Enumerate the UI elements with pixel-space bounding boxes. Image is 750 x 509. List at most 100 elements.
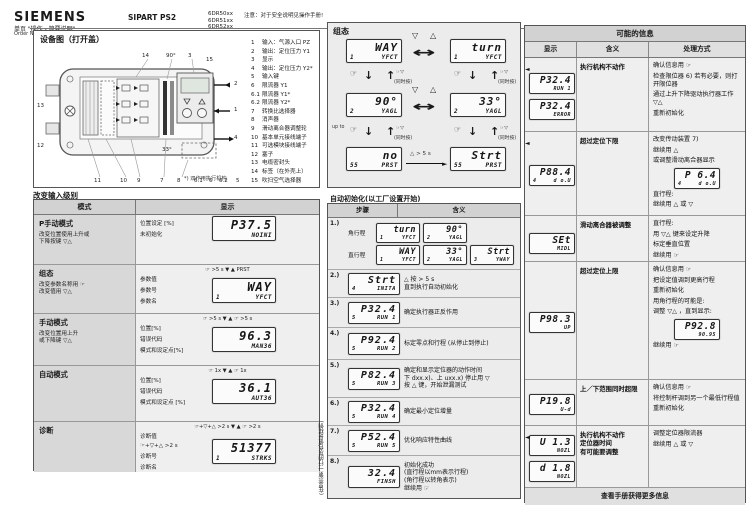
action-line: 调整定位器限流器 [653,430,703,437]
lcd-param-line: NOZL [533,474,571,480]
lcd-param-name: AUT36 [251,394,272,402]
legend-number: 6.2 [251,100,260,107]
mode-cell: 自动模式 [34,366,136,421]
step-number: 3.) [330,300,340,307]
lcd-param-name: YFCT [401,256,416,263]
action-line: 标定垂直位置 [653,241,691,248]
legend-label: 限流器 Y2* [262,100,291,107]
lcd-param-name: NOINI [251,232,272,239]
lcd-value: P92.4 [360,334,396,346]
lcd-param-line: AUT36 [216,395,272,402]
lcd-param-line: ERROR [533,112,571,118]
lcd-param-number: 5 [352,413,356,420]
action-line: 重新初始化 [653,405,684,412]
action-line: 确认信息用 ☞ [653,384,692,391]
simultaneous-label: (同时按) [394,80,413,85]
lcd-value: P19.8 [539,396,571,407]
meaning-line: 定位器时间 [580,439,612,448]
messages-columns: 显示 含义 处理方式 [525,42,745,58]
message-meaning-cell: 执行机构不动作 [577,58,649,131]
legend-label: 电缆密封头 [262,160,290,167]
mode-description: 或下降键 ▽△ [39,338,72,344]
meaning-line: 执行机构不动作 [580,63,625,71]
transition-keys: ☞ >5 s ▼ ▲ PRST [205,267,250,273]
lcd-param-line: U-d [533,407,571,413]
transition-keys: ☞ >5 s ▼ ▲ ☞ >5 s [202,316,253,322]
callout-9: 9 [137,178,141,184]
legend-label: 限流器 Y1* [262,91,291,98]
down-arrow-icon: ↓ [364,125,374,138]
messages-title: 可能的信息 [525,26,745,42]
display-labels: 位置[%]错误代码模式和设定点 [%] [140,376,212,406]
lcd-param-line: 5 RUN 2 [352,346,396,353]
lcd-param-name: UP [563,325,571,331]
lcd-param-name: YAGL [448,234,463,241]
lcd-value: U 1.3 [539,437,571,448]
lcd-param-line: 90.95 [678,332,716,338]
step-number: 5.) [330,362,340,369]
lcd-param-number: 5 [352,442,356,449]
lcd-param-name: d o.U [698,180,716,187]
legend-number: 11 [251,143,259,150]
message-meaning-cell: 超过定位上限 [577,262,649,379]
display-label: 参数名 [140,299,157,305]
lcd-param-line: MIDL [533,246,571,252]
down-key-icon: ▽ [412,31,419,40]
message-meaning-cell: 滑动离合器被调整 [577,216,649,261]
lcd-param-number: 5 [352,345,356,352]
lcd-param-name: FINSH [376,479,396,485]
hand-icon: ☞ [350,69,358,78]
step-desc-line: (角行程以转角表示) [404,477,457,484]
transition-keys: ☞ 1x ▼ ▲ ☞ 1x [208,368,247,374]
mode-cell: 组态改变参数名称用 ☞改变值用 ▽△ [34,265,136,313]
lcd-param-number: 1 [350,54,355,61]
lcd-param-name: RUN 2 [376,345,396,352]
step-desc-line: 优化响应特性曲线 [404,436,453,444]
message-meaning-cell: 执行机构不动作定位器时间有可能要调整 [577,426,649,487]
swap-arrow-icon: ↔ [412,99,436,115]
action-line: 确认信息用 ☞ [653,266,692,273]
column-meaning: 含义 [577,42,649,57]
product-name: SIPART PS2 [128,13,177,22]
display-label: 参数号 [140,288,157,294]
action-line: 重新初始化 [653,109,684,117]
lcd-value: 96.3 [239,328,272,343]
column-handling: 处理方式 [683,45,711,53]
start-arrow-line [406,163,444,164]
configuration-title: 组态 [333,27,349,36]
callout-10: 10 [120,178,127,184]
meaning-line: 有可能要调整 [580,447,619,456]
legend-number: 4 [251,65,255,72]
legend-number: 8 [251,117,255,124]
